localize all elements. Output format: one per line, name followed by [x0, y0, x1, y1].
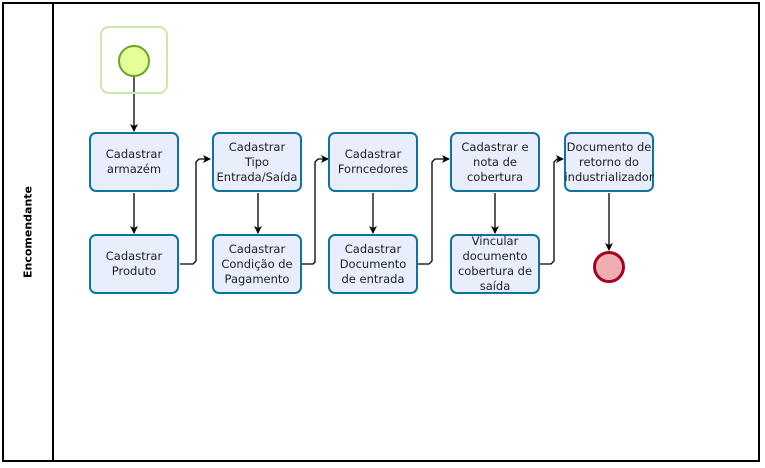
flow-t6-t7[interactable] [418, 155, 450, 265]
flow-t4-t5[interactable] [302, 155, 329, 265]
task-cadastrar-condicao-pagamento[interactable]: Cadastrar Condição de Pagamento [212, 234, 302, 294]
end-event[interactable] [593, 251, 625, 283]
task-vincular-documento-cobertura[interactable]: Vincular documento cobertura de saída [450, 234, 540, 294]
start-event[interactable] [118, 45, 150, 77]
lane-divider [52, 2, 54, 462]
flow-t8-t9[interactable] [540, 155, 564, 265]
start-event-selection [100, 26, 168, 94]
task-documento-retorno-industrializador[interactable]: Documento de retorno do industrializador [564, 132, 654, 192]
task-cadastrar-fornecedores[interactable]: Cadastrar Forncedores [328, 132, 418, 192]
pool [2, 2, 760, 462]
task-cadastrar-produto[interactable]: Cadastrar Produto [89, 234, 179, 294]
task-cadastrar-documento-entrada[interactable]: Cadastrar Documento de entrada [328, 234, 418, 294]
task-cadastrar-armazem[interactable]: Cadastrar armazém [89, 132, 179, 192]
task-cadastrar-tipo-entrada-saida[interactable]: Cadastrar Tipo Entrada/Saída [212, 132, 302, 192]
task-cadastrar-nota-cobertura[interactable]: Cadastrar e nota de cobertura [450, 132, 540, 192]
flow-t2-t3[interactable] [180, 155, 211, 265]
